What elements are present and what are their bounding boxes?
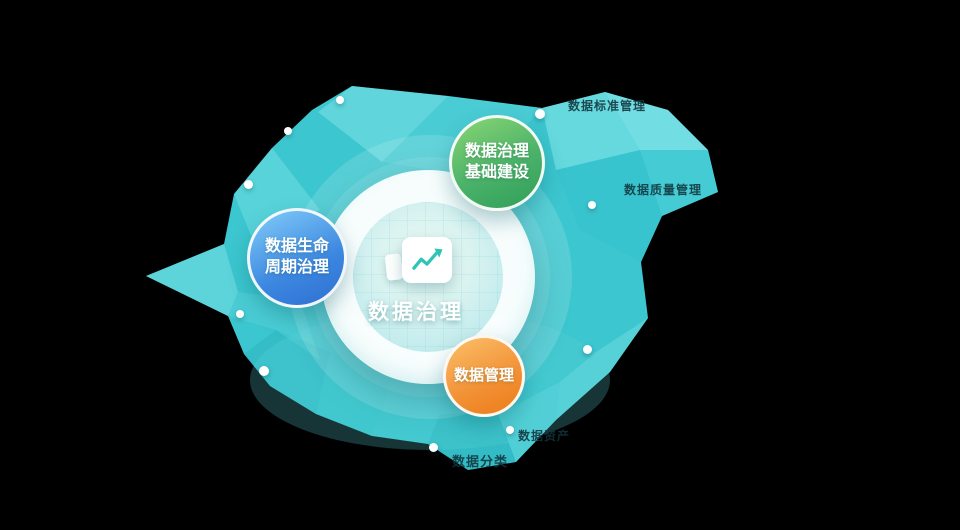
node-dot [588,201,596,209]
line-chart-icon [402,237,452,283]
tag-label-2: 数据质量管理 [624,183,703,197]
node-management-label: 数据管理 [453,367,514,385]
node-dot [429,443,438,452]
node-foundation: 数据治理 基础建设 [449,115,545,211]
tag-label-4: 数据分类 [452,454,509,469]
node-dot [506,426,514,434]
node-dot [535,109,545,119]
node-dot [583,345,592,354]
tag-label-1: 数据标准管理 [568,99,647,113]
node-lifecycle-label-line2: 周期治理 [264,259,329,276]
node-dot [236,310,244,318]
node-lifecycle-label-line1: 数据生命 [264,238,329,256]
node-foundation-label-line1: 数据治理 [464,143,529,161]
node-lifecycle: 数据生命 周期治理 [247,208,347,308]
node-dot [284,127,292,135]
node-foundation-label-line2: 基础建设 [464,164,529,181]
node-management: 数据管理 [443,335,525,417]
center-title: 数据治理 [368,301,464,324]
node-dot [336,96,344,104]
node-dot [244,180,253,189]
node-dot [259,366,269,376]
line-chart-glyph [412,248,443,270]
tag-label-3: 数据资产 [518,429,571,443]
document-card-icon [384,253,404,281]
